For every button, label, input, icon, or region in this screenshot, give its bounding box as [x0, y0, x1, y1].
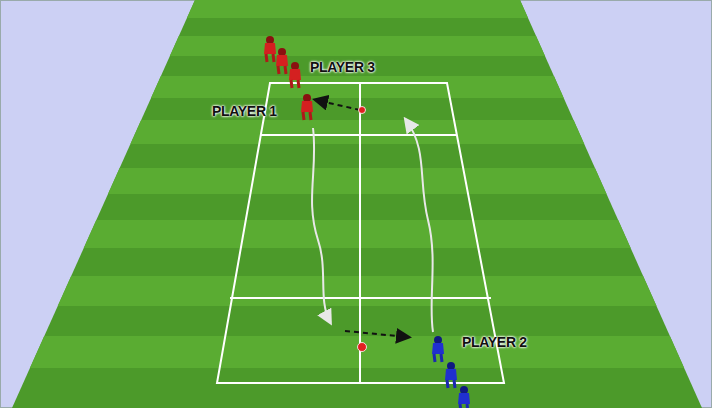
- player-label: PLAYER 3: [310, 59, 375, 75]
- player-label: PLAYER 1: [212, 103, 277, 119]
- player-label: PLAYER 2: [462, 334, 527, 350]
